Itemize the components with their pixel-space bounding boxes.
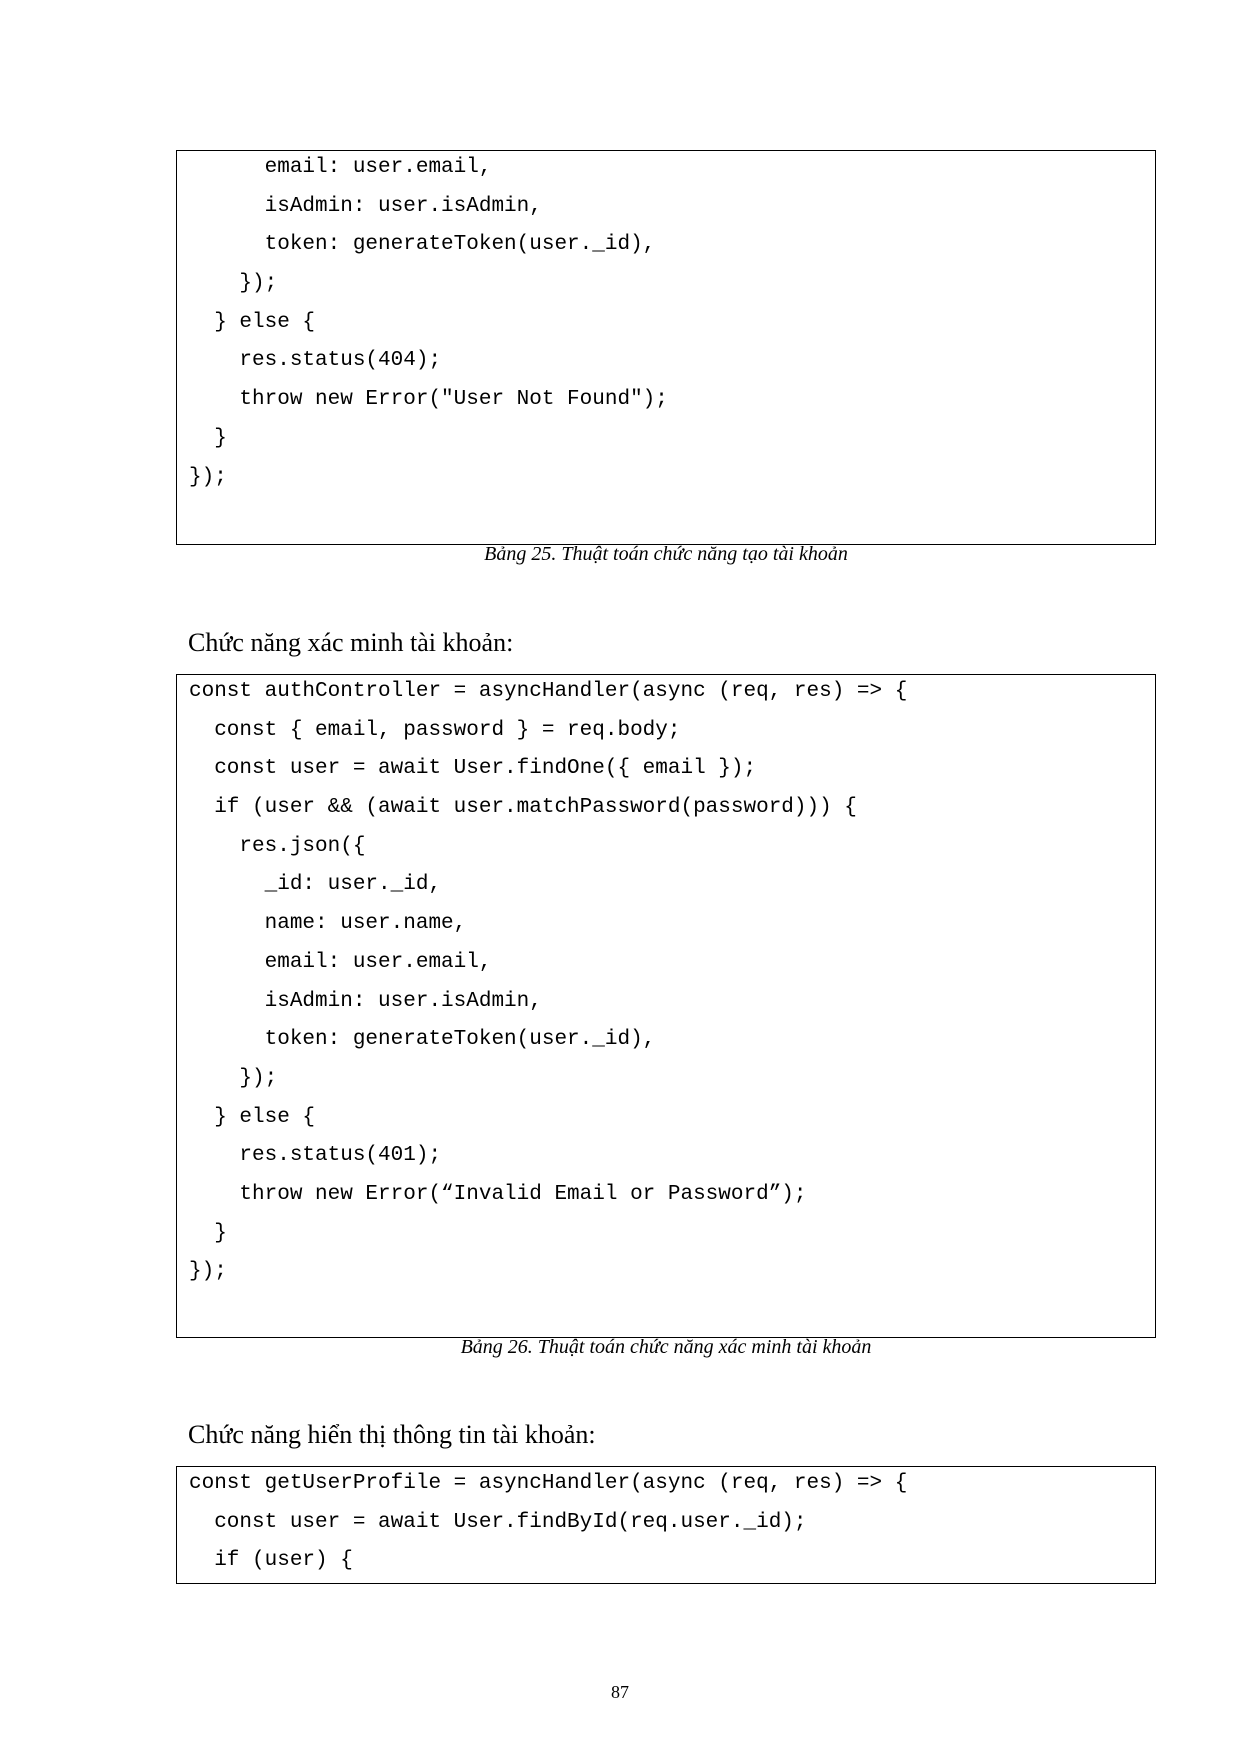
code-line: token: generateToken(user._id), — [189, 1028, 656, 1052]
code-line: }); — [189, 465, 227, 489]
section-heading-user-profile: Chức năng hiển thị thông tin tài khoản: — [188, 1420, 596, 1449]
code-block-create-account: email: user.email, isAdmin: user.isAdmin… — [176, 150, 1156, 545]
code-line: res.status(401); — [189, 1144, 442, 1168]
code-line: email: user.email, — [189, 950, 492, 974]
code-line: } else { — [189, 1105, 316, 1129]
code-line: if (user) { — [189, 1549, 353, 1573]
code-line: const authController = asyncHandler(asyn… — [189, 680, 908, 703]
code-line: const user = await User.findById(req.use… — [189, 1510, 807, 1534]
code-lines: const getUserProfile = asyncHandler(asyn… — [189, 1465, 1155, 1581]
code-line: } — [189, 1221, 227, 1245]
code-line: res.json({ — [189, 834, 366, 858]
code-line: email: user.email, — [189, 156, 492, 179]
code-line: _id: user._id, — [189, 873, 442, 897]
code-line: isAdmin: user.isAdmin, — [189, 194, 542, 218]
code-block-user-profile: const getUserProfile = asyncHandler(asyn… — [176, 1466, 1156, 1584]
code-line: const { email, password } = req.body; — [189, 718, 681, 742]
code-line: const user = await User.findOne({ email … — [189, 757, 757, 781]
code-line: token: generateToken(user._id), — [189, 233, 656, 257]
code-lines: const authController = asyncHandler(asyn… — [189, 673, 1155, 1292]
code-line: }); — [189, 1260, 227, 1284]
code-line: } else { — [189, 310, 316, 334]
page-number: 87 — [611, 1682, 629, 1702]
code-line: throw new Error("User Not Found"); — [189, 388, 668, 412]
code-line: res.status(404); — [189, 349, 442, 373]
code-line: throw new Error(“Invalid Email or Passwo… — [189, 1182, 807, 1206]
code-line: } — [189, 426, 227, 450]
code-lines: email: user.email, isAdmin: user.isAdmin… — [189, 149, 1155, 497]
code-line: const getUserProfile = asyncHandler(asyn… — [189, 1472, 908, 1495]
code-block-verify-account: const authController = asyncHandler(asyn… — [176, 674, 1156, 1338]
caption-table-25: Bảng 25. Thuật toán chức năng tạo tài kh… — [484, 543, 848, 565]
caption-table-26: Bảng 26. Thuật toán chức năng xác minh t… — [460, 1336, 872, 1358]
code-line: }); — [189, 272, 278, 296]
code-line: }); — [189, 1066, 278, 1090]
code-line: if (user && (await user.matchPassword(pa… — [189, 796, 857, 820]
code-line: name: user.name, — [189, 912, 467, 936]
code-line: isAdmin: user.isAdmin, — [189, 989, 542, 1013]
section-heading-verify-account: Chức năng xác minh tài khoản: — [188, 628, 514, 657]
